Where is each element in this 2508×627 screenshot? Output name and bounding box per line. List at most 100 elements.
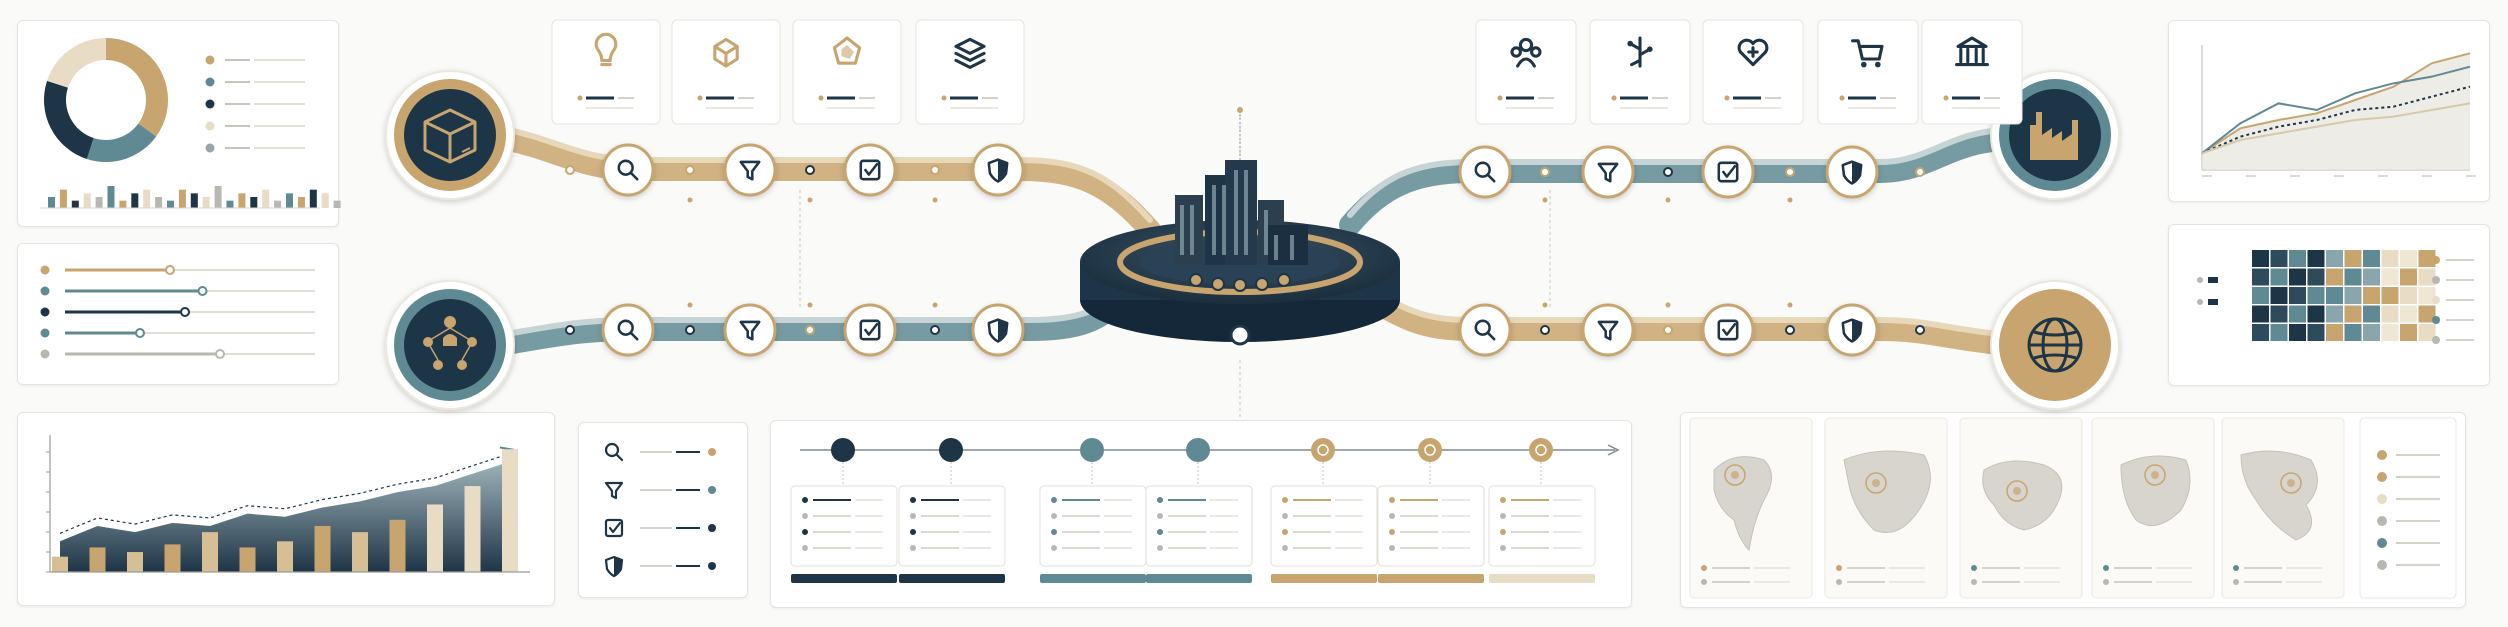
timeline-card[interactable] [1145,485,1253,567]
timeline-node[interactable] [831,438,855,462]
area-chart-bar [427,504,443,572]
timeline-card[interactable] [1377,485,1485,567]
legend-dot [205,77,215,87]
shopping-cart-icon [1851,39,1884,68]
timeline-card[interactable] [898,485,1006,567]
world-map-card[interactable] [2091,417,2215,599]
search-icon [617,319,639,341]
heatmap-cell [2344,287,2362,304]
checkmark-icon [604,518,624,538]
pipeline-step-checkmark-3[interactable] [1701,145,1755,199]
map-marker [2144,464,2166,486]
timeline-node[interactable] [1186,438,1210,462]
heatmap-cell [2289,250,2306,267]
cube-card[interactable] [671,19,781,125]
heatmap-cell [2252,305,2269,323]
pipeline-step-search-4[interactable] [1458,303,1512,357]
search-icon [1474,161,1496,183]
pipeline-step-filter-4[interactable] [1581,303,1635,357]
slider-handle[interactable] [180,307,190,317]
timeline-bar [1271,574,1377,583]
shield-icon [987,318,1009,343]
heatmap-cell [2344,305,2362,323]
heatmap-cell [2307,324,2325,341]
mini-bar [59,189,67,208]
area-chart-bar [502,449,518,572]
timeline-node[interactable] [1080,438,1104,462]
heatmap-cell [2307,268,2325,286]
timeline-card[interactable] [1488,485,1596,567]
team-card[interactable] [1475,19,1577,125]
heatmap-cell [2307,250,2325,267]
slider-handle[interactable] [135,328,145,338]
heatmap-legend-dot [2432,296,2440,304]
pipeline-step-filter-2[interactable] [723,303,777,357]
timeline-node[interactable] [1311,438,1335,462]
slider-handle[interactable] [215,349,225,359]
cube-icon [713,37,739,68]
heatmap-cell [2400,250,2417,267]
shopping-cart-card[interactable] [1817,19,1919,125]
mini-bar [167,200,174,208]
pipeline-step-search-1[interactable] [601,143,655,197]
band-dot [930,165,940,175]
mini-bar [321,193,329,208]
layers-card[interactable] [915,19,1025,125]
heatmap-cell [2363,268,2380,286]
heatmap-cell [2252,250,2269,267]
mini-bar [119,200,127,208]
legend-list-dot [708,562,716,570]
heatmap-cell [2307,287,2325,304]
heart-card[interactable] [1702,19,1804,125]
heatmap-cell [2252,287,2269,304]
heatmap-cell [2326,324,2343,341]
globe-icon [2027,317,2083,373]
pipeline-step-search-2[interactable] [601,303,655,357]
area-chart-bar [89,547,106,572]
donut-slice [43,80,94,159]
pipeline-step-checkmark-4[interactable] [1701,303,1755,357]
pipeline-step-filter-3[interactable] [1581,145,1635,199]
world-map-card[interactable] [1689,417,1813,599]
lightbulb-card[interactable] [551,19,661,125]
filter-icon [739,160,761,181]
radar-card[interactable] [792,19,902,125]
heatmap-cell [2418,268,2436,286]
legend-list-dot [708,448,716,456]
layers-icon [954,37,986,69]
slider-handle[interactable] [165,265,175,275]
band-dot [685,325,695,335]
circuit-card[interactable] [1589,19,1691,125]
world-map-card[interactable] [1824,417,1948,599]
pipeline-step-search-3[interactable] [1458,145,1512,199]
mini-bar [238,193,246,208]
map-marker [1724,464,1746,486]
slider-dot [40,328,50,338]
timeline-node[interactable] [939,438,963,462]
band-dot [1915,325,1925,335]
pipeline-step-filter-1[interactable] [723,143,777,197]
bank-card[interactable] [1921,19,2023,125]
world-map-card[interactable] [1959,417,2083,599]
heatmap-cell [2344,324,2362,341]
timeline-card[interactable] [1270,485,1378,567]
timeline-node[interactable] [1418,438,1442,462]
checkmark-icon [859,319,881,341]
timeline-bar [1489,574,1595,583]
timeline-card[interactable] [790,485,898,567]
heatmap-cell [2381,268,2399,286]
slider-dot [40,286,50,296]
timeline-bar [1040,574,1146,583]
mini-bar [107,186,115,208]
heatmap-cell [2270,305,2288,323]
heatmap-cell [2289,305,2306,323]
slider-handle[interactable] [197,286,208,296]
line-series [2201,52,2471,155]
world-map-card[interactable] [2221,417,2345,599]
heatmap-cell [2418,287,2436,304]
timeline-node[interactable] [1529,438,1553,462]
heatmap-cell [2418,250,2436,267]
pipeline-step-checkmark-1[interactable] [843,143,897,197]
filter-icon [1597,320,1619,341]
pipeline-step-checkmark-2[interactable] [843,303,897,357]
